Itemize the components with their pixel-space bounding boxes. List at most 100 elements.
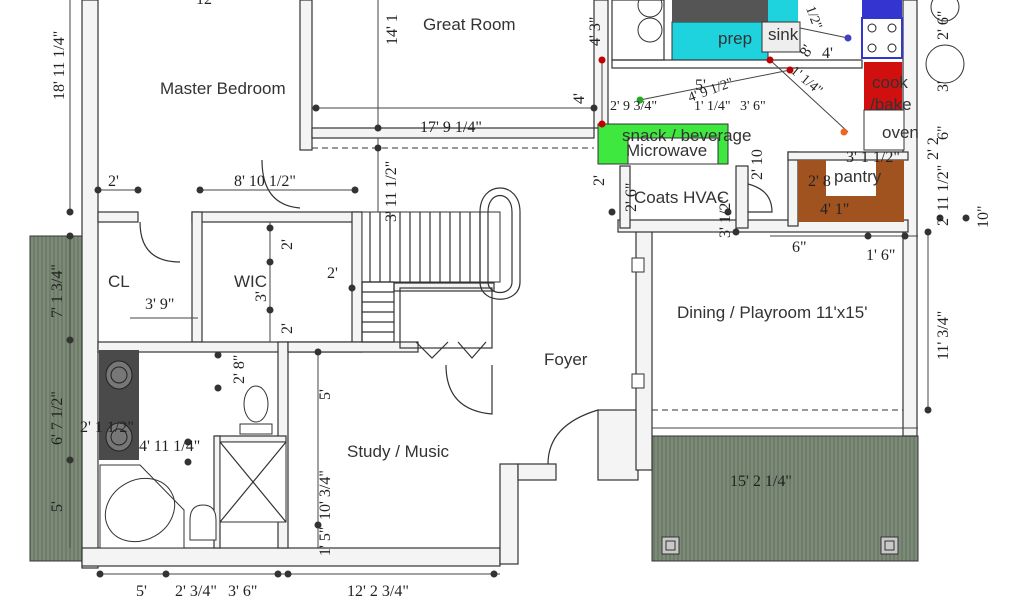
dim-label: 12 bbox=[196, 0, 212, 8]
dim-label: 1' 1/4" bbox=[694, 99, 731, 114]
dim-label: 2' bbox=[279, 239, 296, 250]
master-door[interactable] bbox=[261, 159, 301, 209]
foyer-door-2[interactable] bbox=[547, 409, 599, 465]
dim-label: 12' 2 3/4" bbox=[347, 583, 409, 600]
dim-label: 5' bbox=[136, 583, 147, 600]
exterior-wall-left bbox=[81, 0, 99, 569]
dim-label: 5' bbox=[695, 77, 706, 94]
sink-icon bbox=[105, 422, 133, 452]
dim-label: 3' 1/2" bbox=[717, 196, 734, 238]
sink-cabinet bbox=[761, 21, 801, 53]
dim-label: 8' 10 1/2" bbox=[234, 173, 296, 190]
wall-dining-left bbox=[597, 409, 639, 481]
wall-wic-top bbox=[191, 211, 363, 223]
deck-post-icon bbox=[880, 536, 899, 555]
dim-label: 2' 6" bbox=[935, 11, 952, 40]
post-icon bbox=[631, 373, 645, 389]
deck-post-icon bbox=[661, 536, 680, 555]
label-great-room: Great Room bbox=[423, 15, 516, 34]
cooktop bbox=[864, 62, 902, 110]
label-wic: WIC bbox=[234, 272, 267, 291]
dimension-lines bbox=[69, 0, 929, 575]
stove-top bbox=[861, 17, 903, 59]
dim-label: 2' 9 3/4" bbox=[610, 99, 657, 114]
cooktop-icon bbox=[637, 17, 663, 43]
kitchen-top-block bbox=[768, 0, 798, 22]
dim-label: 10" bbox=[975, 205, 992, 228]
burner-icon bbox=[867, 23, 897, 53]
dim-label: 2' bbox=[591, 175, 608, 186]
dimension-dots bbox=[66, 34, 970, 578]
wall-shower bbox=[215, 435, 287, 443]
dim-label: 8' bbox=[797, 42, 817, 60]
wall-wic-left bbox=[191, 211, 203, 343]
dim-label: 10' 3/4" bbox=[317, 470, 334, 520]
dim-label: 3' bbox=[253, 291, 270, 302]
wall-kitchen-bottom bbox=[617, 219, 909, 233]
wall-foyer-bottom bbox=[499, 463, 519, 565]
dim-label: 1' 5" bbox=[317, 527, 334, 556]
dim-label: 2' bbox=[327, 265, 338, 282]
dim-label: 2' 2 bbox=[925, 137, 942, 160]
label-sink: sink bbox=[768, 25, 799, 44]
label-oven: oven bbox=[882, 123, 919, 142]
dim-label: 14' 1 bbox=[384, 14, 401, 45]
wall-coats-right bbox=[735, 165, 749, 229]
dim-label: 3' 1 1/2" bbox=[846, 149, 900, 166]
post-icon bbox=[631, 257, 645, 273]
wall-coats-left bbox=[619, 165, 631, 229]
dim-label: 11' 3/4" bbox=[935, 311, 952, 360]
dim-label: 7' 1 3/4" bbox=[49, 264, 66, 318]
exterior-wall-right bbox=[902, 0, 918, 437]
dim-label: 4' 11 1/4" bbox=[139, 438, 200, 455]
dim-label: 18' 11 1/4" bbox=[51, 31, 68, 100]
cl-door[interactable] bbox=[139, 221, 181, 263]
toilet-tank bbox=[239, 423, 273, 435]
bidet-icon bbox=[189, 504, 217, 541]
sink-icon bbox=[105, 360, 133, 390]
dim-label: 2' bbox=[279, 323, 296, 334]
coats-door[interactable] bbox=[747, 183, 773, 213]
dim-label: 3' 6" bbox=[228, 583, 257, 600]
label-snack-beverage: snack / beverage bbox=[622, 126, 751, 145]
label-study-music: Study / Music bbox=[347, 442, 450, 461]
pantry-shelf-bottom bbox=[798, 196, 904, 222]
label-foyer: Foyer bbox=[544, 350, 588, 369]
dim-label: 2' 10 bbox=[749, 149, 766, 180]
dim-label: 2' 1 1/2" bbox=[80, 419, 134, 436]
dim-label: 3' 11 1/2" bbox=[383, 161, 400, 222]
exterior-wall-bottom bbox=[81, 547, 501, 567]
dim-label: 2' 8" bbox=[231, 355, 248, 384]
dim-label: 1/2" bbox=[802, 4, 824, 31]
dim-label: 3' 9" bbox=[145, 296, 174, 313]
dim-label: 5' bbox=[49, 501, 66, 512]
dim-label: 6' 7 1/2" bbox=[49, 391, 66, 445]
dim-label: 15' 2 1/4" bbox=[730, 473, 792, 490]
dim-label: 4' bbox=[571, 93, 588, 104]
wall-study-top bbox=[287, 341, 419, 353]
wall-pantry-top bbox=[787, 151, 909, 161]
label-prep: prep bbox=[718, 29, 752, 48]
dim-label: 17' 9 1/4" bbox=[420, 119, 482, 136]
toilet-icon bbox=[243, 385, 269, 423]
wall-stairs-left bbox=[351, 211, 363, 343]
left-deck bbox=[29, 235, 83, 562]
wall-great-top bbox=[311, 127, 595, 139]
label-pantry: pantry bbox=[834, 167, 882, 186]
dim-label: 2' 6" bbox=[623, 183, 640, 212]
dim-label: 3' bbox=[935, 81, 952, 92]
label-master-bedroom: Master Bedroom bbox=[160, 79, 286, 98]
wall-master-right bbox=[299, 0, 313, 151]
label-cl: CL bbox=[108, 272, 130, 291]
wall-stairs-bottom bbox=[393, 282, 495, 292]
foyer-door[interactable] bbox=[445, 364, 493, 415]
dim-label: 1' 6" bbox=[866, 247, 895, 264]
wall-bath-top bbox=[97, 211, 139, 223]
label-cook: cook bbox=[872, 73, 908, 92]
microwave bbox=[627, 137, 719, 165]
bathtub-icon bbox=[99, 464, 185, 549]
dim-label: 2' 8 bbox=[808, 173, 831, 190]
wall-foyer-lower bbox=[517, 463, 557, 481]
dim-label: 2' bbox=[108, 173, 119, 190]
